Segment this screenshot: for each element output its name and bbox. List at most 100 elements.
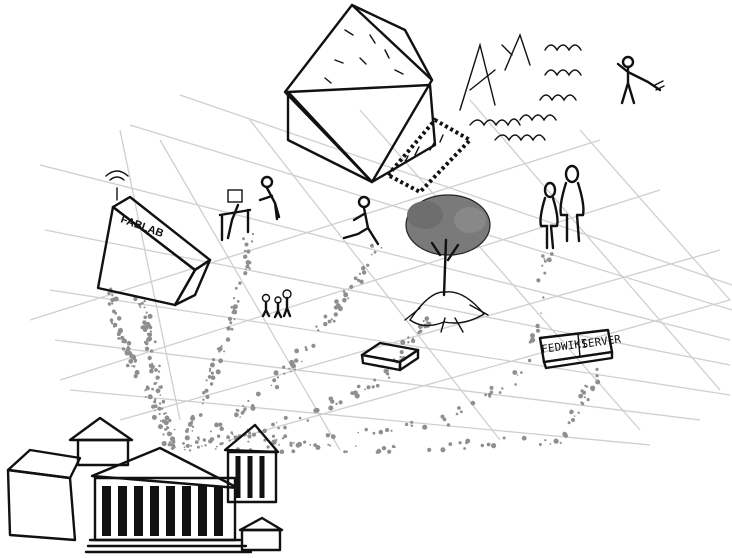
particle (209, 362, 215, 368)
particle (364, 427, 368, 432)
particle (244, 242, 249, 247)
particle (166, 431, 172, 437)
particle (311, 343, 316, 348)
particle (111, 294, 114, 297)
particle (125, 363, 130, 368)
particle (144, 341, 149, 346)
particle (373, 378, 377, 382)
particle (109, 318, 114, 322)
particle (272, 378, 277, 383)
particle (295, 442, 301, 448)
particle (345, 450, 348, 453)
particle (586, 398, 590, 402)
particle (218, 346, 223, 351)
particle (301, 360, 303, 363)
particle (149, 368, 154, 374)
particle (407, 341, 410, 344)
particle (291, 363, 296, 369)
particle (364, 388, 366, 391)
particle (291, 449, 296, 454)
particle (232, 304, 238, 310)
particle (171, 439, 174, 442)
particle (342, 290, 346, 293)
particle (294, 358, 299, 363)
particle (230, 305, 234, 309)
particle (112, 322, 118, 328)
particle (381, 446, 387, 451)
particle (489, 390, 494, 394)
temple-column (118, 486, 127, 536)
particle (424, 316, 430, 321)
particle (143, 315, 147, 320)
particle (323, 321, 328, 327)
particle (211, 382, 213, 385)
particle (325, 433, 331, 438)
particle (107, 302, 111, 306)
particle (160, 385, 163, 387)
particle (218, 424, 221, 427)
particle (164, 415, 170, 421)
particle (418, 329, 423, 334)
particle (151, 387, 155, 391)
particle (404, 422, 409, 427)
particle (583, 396, 586, 399)
particle (110, 302, 114, 305)
particle (153, 400, 157, 404)
particle (131, 365, 133, 367)
particle (230, 327, 234, 331)
particle (205, 379, 208, 382)
particle (146, 337, 151, 342)
particle (530, 333, 535, 339)
particle (144, 324, 150, 330)
particle (353, 276, 358, 281)
particle (328, 405, 334, 411)
particle (191, 414, 195, 419)
particle (387, 449, 392, 454)
particle (294, 348, 300, 354)
particle (294, 368, 297, 371)
particle (585, 385, 589, 388)
particle (149, 349, 154, 353)
particle (165, 412, 168, 414)
particle (580, 389, 584, 393)
particle (196, 436, 200, 440)
particle (168, 418, 172, 423)
particle (131, 354, 136, 360)
particle (315, 445, 321, 450)
particle (187, 422, 193, 427)
particle (117, 327, 124, 334)
particle (155, 376, 159, 380)
particle (202, 391, 206, 395)
particle (332, 319, 336, 323)
particle (270, 384, 273, 387)
floating-slab-icon (360, 341, 420, 372)
particle (250, 240, 254, 243)
particle (204, 388, 209, 393)
particle (166, 425, 168, 428)
particle (147, 313, 153, 319)
particle (161, 407, 164, 410)
particle (581, 402, 585, 406)
particle (391, 444, 395, 449)
particle (143, 322, 147, 326)
particle (220, 345, 223, 348)
particle (544, 439, 547, 442)
particle (163, 412, 166, 415)
particle (191, 425, 195, 428)
particle (113, 296, 119, 302)
particle (540, 312, 542, 315)
particle (380, 246, 383, 249)
particle (233, 318, 236, 321)
temple-column (134, 486, 143, 536)
particle (212, 358, 216, 362)
temple-column (102, 486, 111, 536)
particle (385, 372, 390, 376)
particle (243, 249, 247, 253)
particle (343, 292, 349, 298)
particle (356, 384, 361, 389)
particle (221, 443, 224, 445)
particle (218, 358, 224, 364)
particle (455, 412, 459, 416)
particle (378, 429, 384, 435)
